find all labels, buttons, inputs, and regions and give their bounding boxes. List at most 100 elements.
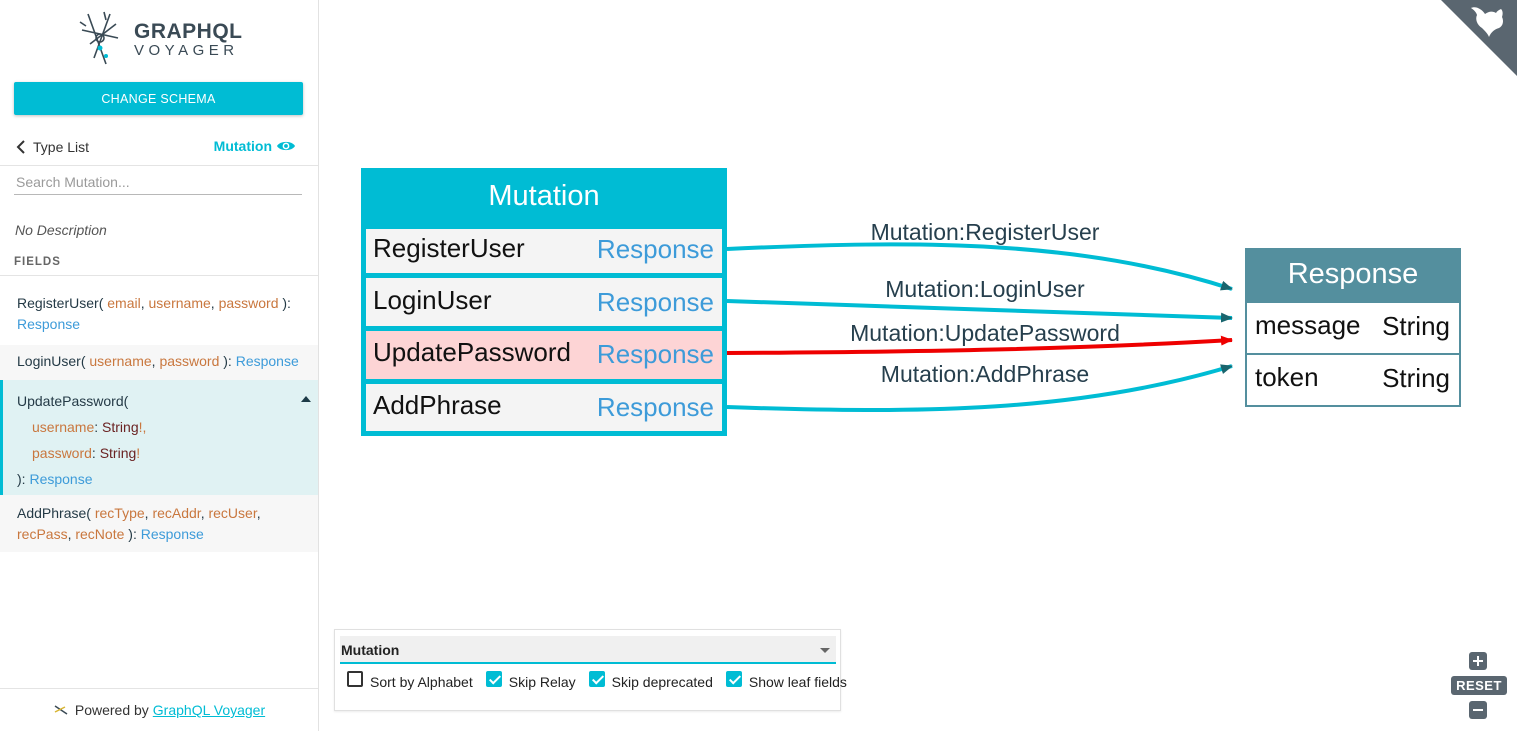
non-null-mark: ! [136,445,141,461]
option-label: Skip deprecated [611,674,713,690]
mutation-node[interactable]: Mutation RegisterUser Response LoginUser… [361,168,727,436]
graph-viewport[interactable]: Mutation:RegisterUser Mutation:LoginUser… [320,0,1517,731]
node-field-name: token [1255,362,1319,392]
checkbox-sort-by-alphabet[interactable] [347,671,363,687]
paren-close: ): [278,295,291,311]
node-field-row[interactable] [366,229,722,273]
paren-close: ): [124,526,141,542]
node-field-row[interactable] [366,384,722,431]
node-field-type[interactable]: Response [597,287,714,317]
paren-open: ( [123,393,129,409]
option-skip-deprecated[interactable]: Skip deprecated [588,671,713,690]
node-field-row[interactable] [366,278,722,326]
node-field-type[interactable]: String [1382,311,1450,341]
edge-register-user[interactable]: Mutation:RegisterUser [726,219,1233,291]
node-field-row-selected[interactable] [366,331,722,379]
arg-username[interactable]: username [148,295,211,311]
search-input[interactable] [14,170,302,195]
field-type-link[interactable]: Response [29,471,93,487]
option-label: Sort by Alphabet [370,674,473,690]
arg-recpass[interactable]: recPass [17,526,68,542]
voyager-logo-icon [79,11,119,65]
collapse-caret-icon[interactable] [301,396,311,402]
non-null-mark: !, [138,419,147,435]
arg-type-string[interactable]: String [102,419,139,435]
current-type-title[interactable]: Mutation [214,138,296,154]
arg-recnote[interactable]: recNote [75,526,125,542]
paren-open: ( [98,295,108,311]
arg-password[interactable]: password [218,295,279,311]
checkbox-show-leaf-fields[interactable] [725,671,742,687]
field-type-link[interactable]: Response [17,316,81,332]
option-sort-by-alphabet[interactable]: Sort by Alphabet [347,671,473,690]
github-corner-icon[interactable] [1441,0,1517,76]
arg-password[interactable]: password [159,353,220,369]
change-schema-button[interactable]: CHANGE SCHEMA [14,82,303,115]
arg-rectype[interactable]: recType [94,505,145,521]
node-field-type[interactable]: Response [597,392,714,422]
field-register-user[interactable]: RegisterUser( email, username, password … [17,295,291,332]
reset-zoom-button[interactable]: RESET [1451,676,1507,695]
back-to-type-list-link[interactable]: Type List [14,139,89,155]
sidebar-footer: Powered by GraphQL Voyager [0,688,318,731]
root-type-value: Mutation [341,642,400,658]
option-skip-relay[interactable]: Skip Relay [485,671,576,690]
zoom-in-button[interactable] [1469,652,1487,670]
option-label: Show leaf fields [748,674,847,690]
node-field-name: AddPhrase [373,390,502,420]
type-doc-header: Type List Mutation [0,132,318,166]
field-type-link[interactable]: Response [235,353,299,369]
edge-update-password[interactable]: Mutation:UpdatePassword [726,320,1233,355]
arg-username[interactable]: username [32,419,95,435]
checkbox-skip-deprecated[interactable] [588,671,605,687]
field-name: UpdatePassword [17,393,124,409]
graphql-voyager-link[interactable]: GraphQL Voyager [152,702,266,718]
fields-section-header: FIELDS [0,256,318,276]
node-field-type[interactable]: Response [597,339,714,369]
checkbox-skip-relay[interactable] [485,671,502,687]
edge-login-user[interactable]: Mutation:LoginUser [726,276,1233,323]
field-add-phrase[interactable]: AddPhrase( recType, recAddr, recUser, re… [0,495,318,552]
dropdown-arrow-icon [820,648,830,653]
zoom-out-button[interactable] [1469,701,1487,719]
field-name: AddPhrase [17,505,87,521]
edge-label: Mutation:UpdatePassword [850,320,1120,346]
settings-panel: Mutation Sort by Alphabet Skip Relay Ski… [334,629,847,711]
field-login-user[interactable]: LoginUser( username, password ): Respons… [0,345,318,380]
node-field-type[interactable]: String [1382,363,1450,393]
arg-row-password: password: String! [32,445,141,461]
edge-label: Mutation:AddPhrase [881,361,1089,387]
field-name: LoginUser [17,353,81,369]
option-show-leaf-fields[interactable]: Show leaf fields [725,671,847,690]
settings-options: Sort by Alphabet Skip Relay Skip depreca… [347,671,847,690]
arg-recaddr[interactable]: recAddr [152,505,201,521]
edge-label: Mutation:RegisterUser [871,219,1100,245]
node-field-name: UpdatePassword [373,337,571,367]
paren-open: ( [80,353,90,369]
paren-close: ): [17,471,30,487]
arg-username[interactable]: username [89,353,152,369]
arg-type-string[interactable]: String [99,445,137,461]
arg-email[interactable]: email [107,295,141,311]
arg-password[interactable]: password [32,445,92,461]
arg-recuser[interactable]: recUser [208,505,257,521]
back-link-label: Type List [33,139,90,155]
graphql-voyager-logo[interactable]: GRAPHQL VOYAGER [76,10,256,68]
paren-close: ): [219,353,236,369]
edge-label: Mutation:LoginUser [885,276,1085,302]
node-field-type[interactable]: Response [597,234,714,264]
schema-graph-svg[interactable]: Mutation:RegisterUser Mutation:LoginUser… [320,0,1517,731]
edge-add-phrase[interactable]: Mutation:AddPhrase [726,361,1233,413]
node-field-name: RegisterUser [373,233,525,263]
eye-icon[interactable] [276,139,296,153]
field-type-link[interactable]: Response [140,526,204,542]
response-node[interactable]: Response message String token String [1245,248,1461,407]
footer-prefix: Powered by [74,702,149,718]
arg-row-username: username: String!, [32,419,147,435]
root-type-select[interactable]: Mutation [340,636,836,664]
field-update-password[interactable]: UpdatePassword( username: String!, passw… [0,380,318,495]
node-field-name: message [1255,310,1361,340]
field-name: RegisterUser [17,295,99,311]
node-field-name: LoginUser [373,285,492,315]
